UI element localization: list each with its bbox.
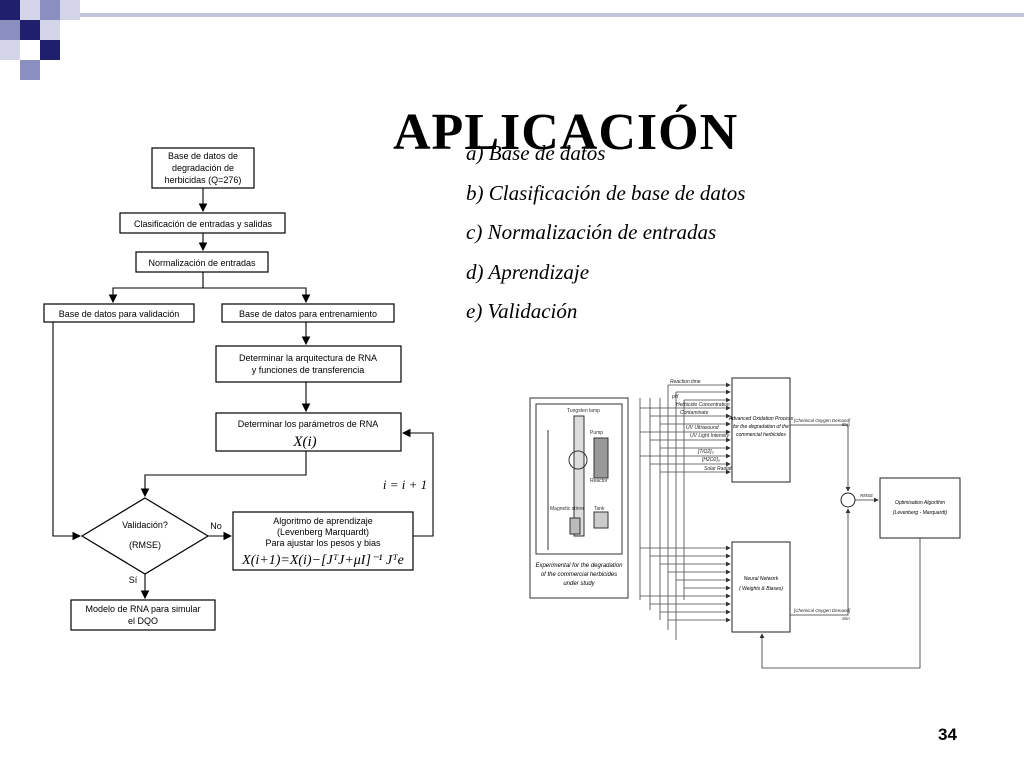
- normalize-text: Normalización de entradas: [148, 258, 256, 268]
- experimental-photo: [535, 403, 623, 555]
- input-label: [H2O2]₀: [701, 457, 720, 463]
- deco-square-5: [0, 20, 20, 40]
- equipment-label: Pump: [590, 430, 603, 436]
- db-text: herbicidas (Q=276): [165, 175, 242, 185]
- rmse-summation-node: [840, 492, 856, 508]
- opt-text: (Levenberg - Marquardt): [893, 510, 948, 516]
- cod-sim-line: [790, 508, 851, 616]
- equipment-label: Tungsten lamp: [567, 408, 600, 414]
- cod-sim-label: [Chemical Oxygen Demand]: [793, 608, 851, 613]
- model-text: Modelo de RNA para simular: [85, 604, 200, 614]
- experimental-caption: under study: [563, 581, 595, 587]
- algorithm-text: Algoritmo de aprendizaje: [273, 516, 373, 526]
- input-label: pH: [671, 394, 679, 400]
- magnetic-stirrer-icon: [569, 517, 581, 535]
- architecture-text: Determinar la arquitectura de RNA: [239, 353, 377, 363]
- step-item: a) Base de datos: [466, 141, 606, 165]
- deco-square-9: [40, 40, 60, 60]
- deco-square-3: [40, 0, 60, 20]
- step-item: d) Aprendizaje: [466, 259, 590, 284]
- flow-arrow: [52, 322, 82, 541]
- model-box: [70, 599, 216, 631]
- cod-exp-label: [Chemical Oxygen Demand]: [793, 418, 851, 423]
- si-label: Sí: [129, 575, 138, 585]
- algorithm-box: [232, 511, 414, 571]
- aop-text: commercial herbicides: [736, 432, 786, 438]
- flow-arrow: [203, 287, 311, 304]
- aop-text: Advanced Oxidation Process: [728, 416, 794, 422]
- equipment-label: Magnetic stirrer: [550, 506, 585, 512]
- validation-db-text: Base de datos para validación: [59, 309, 180, 319]
- nn-text: Neural Network: [744, 576, 779, 582]
- input-label: Solar Radiation: [704, 466, 738, 472]
- nn-text: ( Weights & Biases): [739, 586, 783, 592]
- deco-square-2: [20, 0, 40, 20]
- rmse-label: RMSE: [860, 493, 874, 498]
- params-box: [215, 412, 402, 452]
- architecture-box: [215, 345, 402, 383]
- opt-text: Optimisation Algorithm: [895, 500, 945, 506]
- input-label: Contaminate: [680, 410, 709, 416]
- pump-icon: [593, 437, 609, 479]
- aop-text: for the degradation of the: [733, 424, 789, 430]
- decision-text: Validación?: [122, 520, 168, 530]
- deco-square-10: [20, 60, 40, 80]
- slide-title: APLICACIÓN: [393, 103, 739, 161]
- deco-bar: [80, 13, 1024, 17]
- cod-exp-sub: Exp: [842, 422, 850, 427]
- equipment-label: Reactor: [590, 478, 608, 484]
- algorithm-text: (Levenberg Marquardt): [277, 527, 369, 537]
- step-item: b) Clasificación de base de datos: [466, 180, 746, 205]
- tank-icon: [593, 511, 609, 529]
- no-label: No: [210, 521, 222, 531]
- db-text: degradación de: [172, 163, 234, 173]
- input-label: Herbicide Concentration: [676, 402, 730, 408]
- cod-exp-line: [790, 424, 851, 492]
- experimental-setup-box: [529, 397, 629, 599]
- iteration-label: i = i + 1: [383, 477, 427, 492]
- optimisation-box: [879, 477, 961, 539]
- model-text: el DQO: [128, 616, 158, 626]
- page-number: 34: [938, 725, 957, 744]
- experimental-caption: of the commercial herbicides: [541, 572, 617, 578]
- decision-text: (RMSE): [129, 540, 161, 550]
- feedback-line: [759, 538, 921, 669]
- flow-arrow: [108, 272, 204, 304]
- deco-square-4: [60, 0, 80, 20]
- deco-square-8: [0, 40, 20, 60]
- validation-db-box: [43, 303, 195, 323]
- algorithm-text: Para ajustar los pesos y bias: [265, 538, 381, 548]
- input-label: UV Light Intensity: [690, 433, 730, 439]
- training-db-box: [221, 303, 395, 323]
- params-text: Determinar los parámetros de RNA: [238, 419, 379, 429]
- equipment-label: Tank: [594, 506, 605, 512]
- reactor-icon: [568, 450, 588, 470]
- experimental-caption: Experimental for the degradation: [535, 563, 623, 569]
- architecture-text: y funciones de transferencia: [252, 365, 365, 375]
- iteration-loop-arrow: [401, 428, 434, 537]
- input-label: [TiO2]₀: [697, 449, 714, 455]
- db-text: Base de datos de: [168, 151, 238, 161]
- tungsten-lamp-icon: [573, 415, 585, 537]
- input-label: Reaction time: [670, 379, 701, 385]
- deco-square-1: [0, 0, 20, 20]
- step-item: c) Normalización de entradas: [466, 220, 717, 244]
- deco-square-6: [20, 20, 40, 40]
- update-formula: X(i+1)=X(i)−[JᵀJ+μI]⁻¹ Jᵀe: [241, 553, 404, 568]
- aop-box: [731, 377, 791, 483]
- steps-list: a) Base de datos b) Clasificación de bas…: [466, 138, 745, 336]
- training-db-text: Base de datos para entrenamiento: [239, 309, 377, 319]
- cod-sim-sub: Sim: [842, 616, 850, 621]
- params-formula: X(i): [292, 434, 316, 450]
- normalize-box: [135, 251, 269, 273]
- flow-arrow: [140, 451, 307, 498]
- neural-network-box: [731, 541, 791, 633]
- step-item: e) Validación: [466, 299, 578, 323]
- input-label: UV Ultrasound: [686, 425, 719, 431]
- deco-square-7: [40, 20, 60, 40]
- classify-text: Clasificación de entradas y salidas: [134, 219, 273, 229]
